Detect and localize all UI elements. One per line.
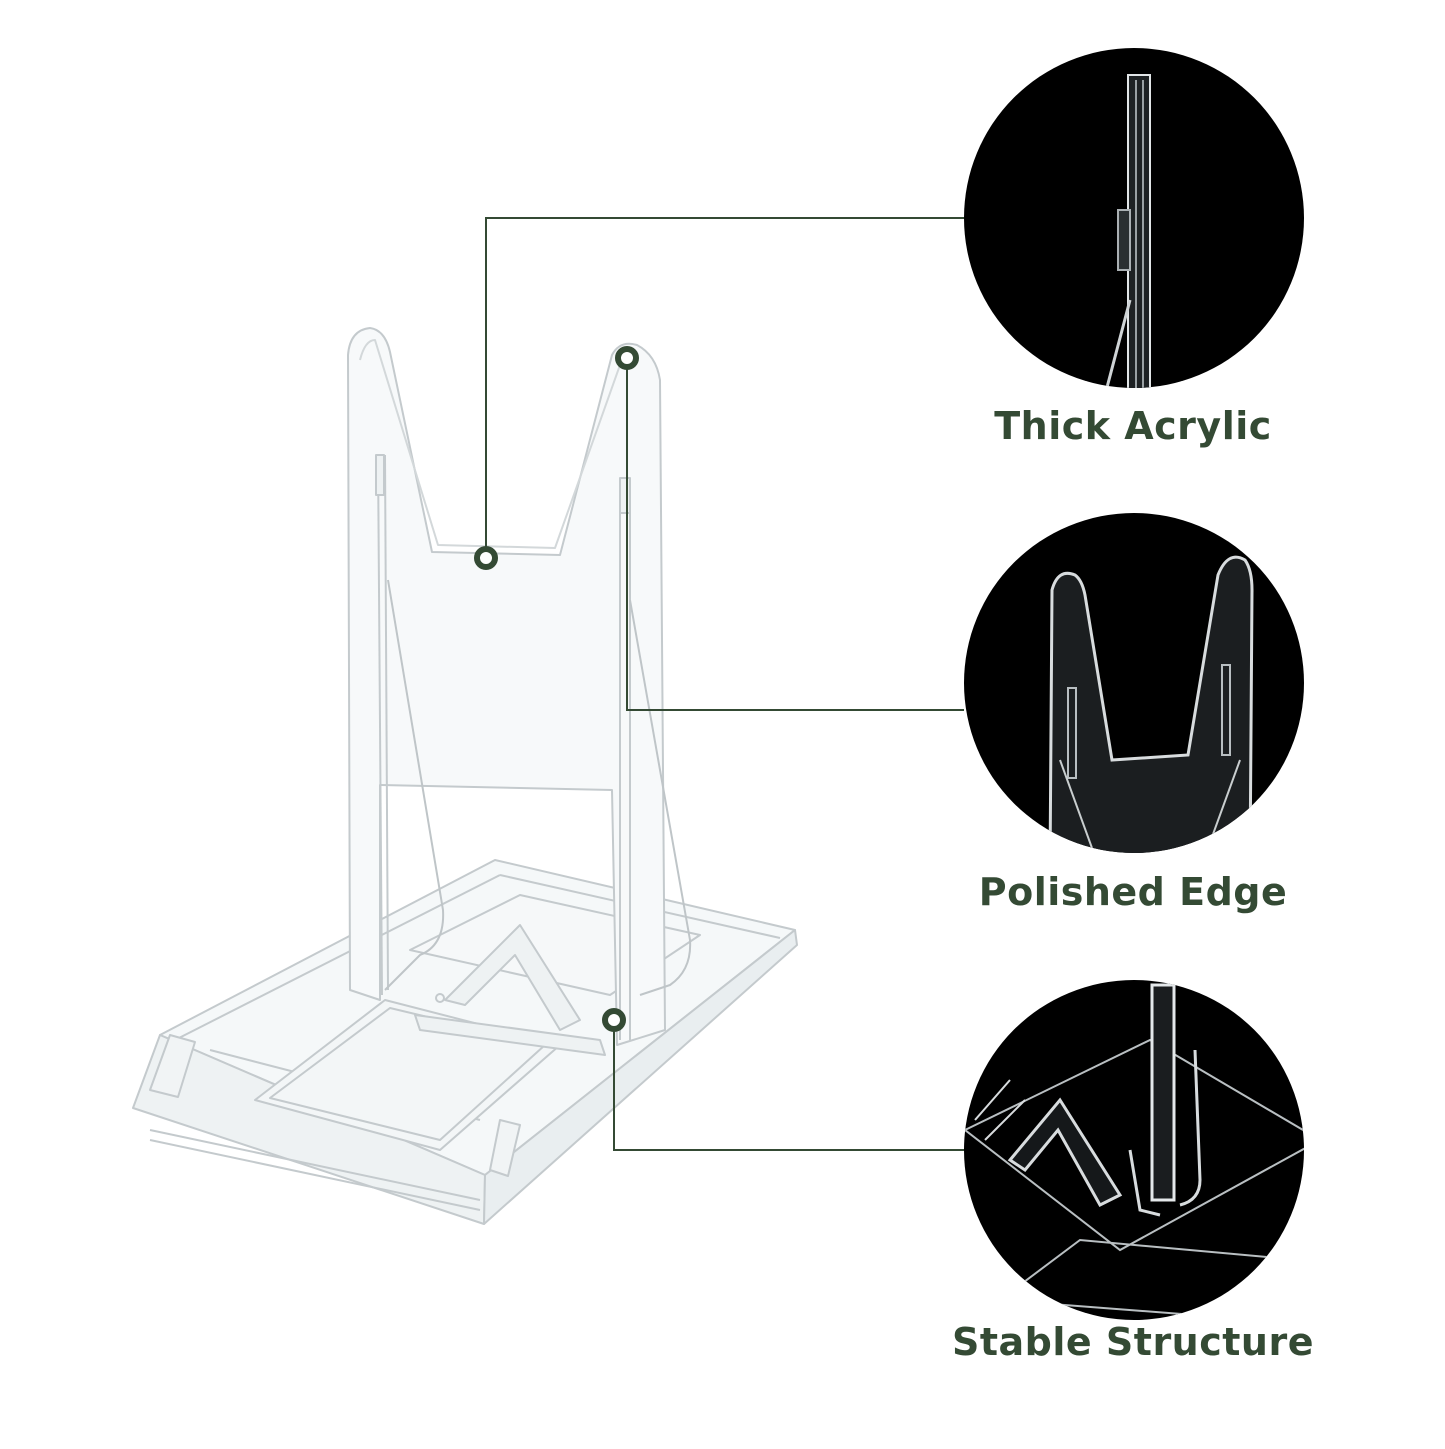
stand-base xyxy=(132,859,798,1225)
detail-thick-acrylic xyxy=(964,48,1304,388)
acrylic-stand xyxy=(132,327,798,1225)
callout-dots xyxy=(474,346,639,1032)
feature-label-polished-edge: Polished Edge xyxy=(978,870,1288,914)
detail-stable-structure xyxy=(964,980,1304,1320)
feature-label-stable-structure: Stable Structure xyxy=(952,1320,1314,1364)
callout-dot-thick-acrylic xyxy=(474,546,498,570)
feature-label-thick-acrylic: Thick Acrylic xyxy=(994,404,1272,448)
callout-dot-stable-structure xyxy=(602,1008,626,1032)
callout-dot-polished-edge xyxy=(615,346,639,370)
callout-line-thick-acrylic xyxy=(485,217,964,558)
detail-polished-edge xyxy=(964,513,1304,853)
callout-line-polished-edge xyxy=(626,358,964,711)
stand-upright xyxy=(347,327,666,1046)
callout-lines xyxy=(485,217,964,1151)
stand-legs xyxy=(384,579,692,996)
stand-kickstand xyxy=(414,924,606,1056)
callout-line-stable-structure xyxy=(613,1020,964,1151)
